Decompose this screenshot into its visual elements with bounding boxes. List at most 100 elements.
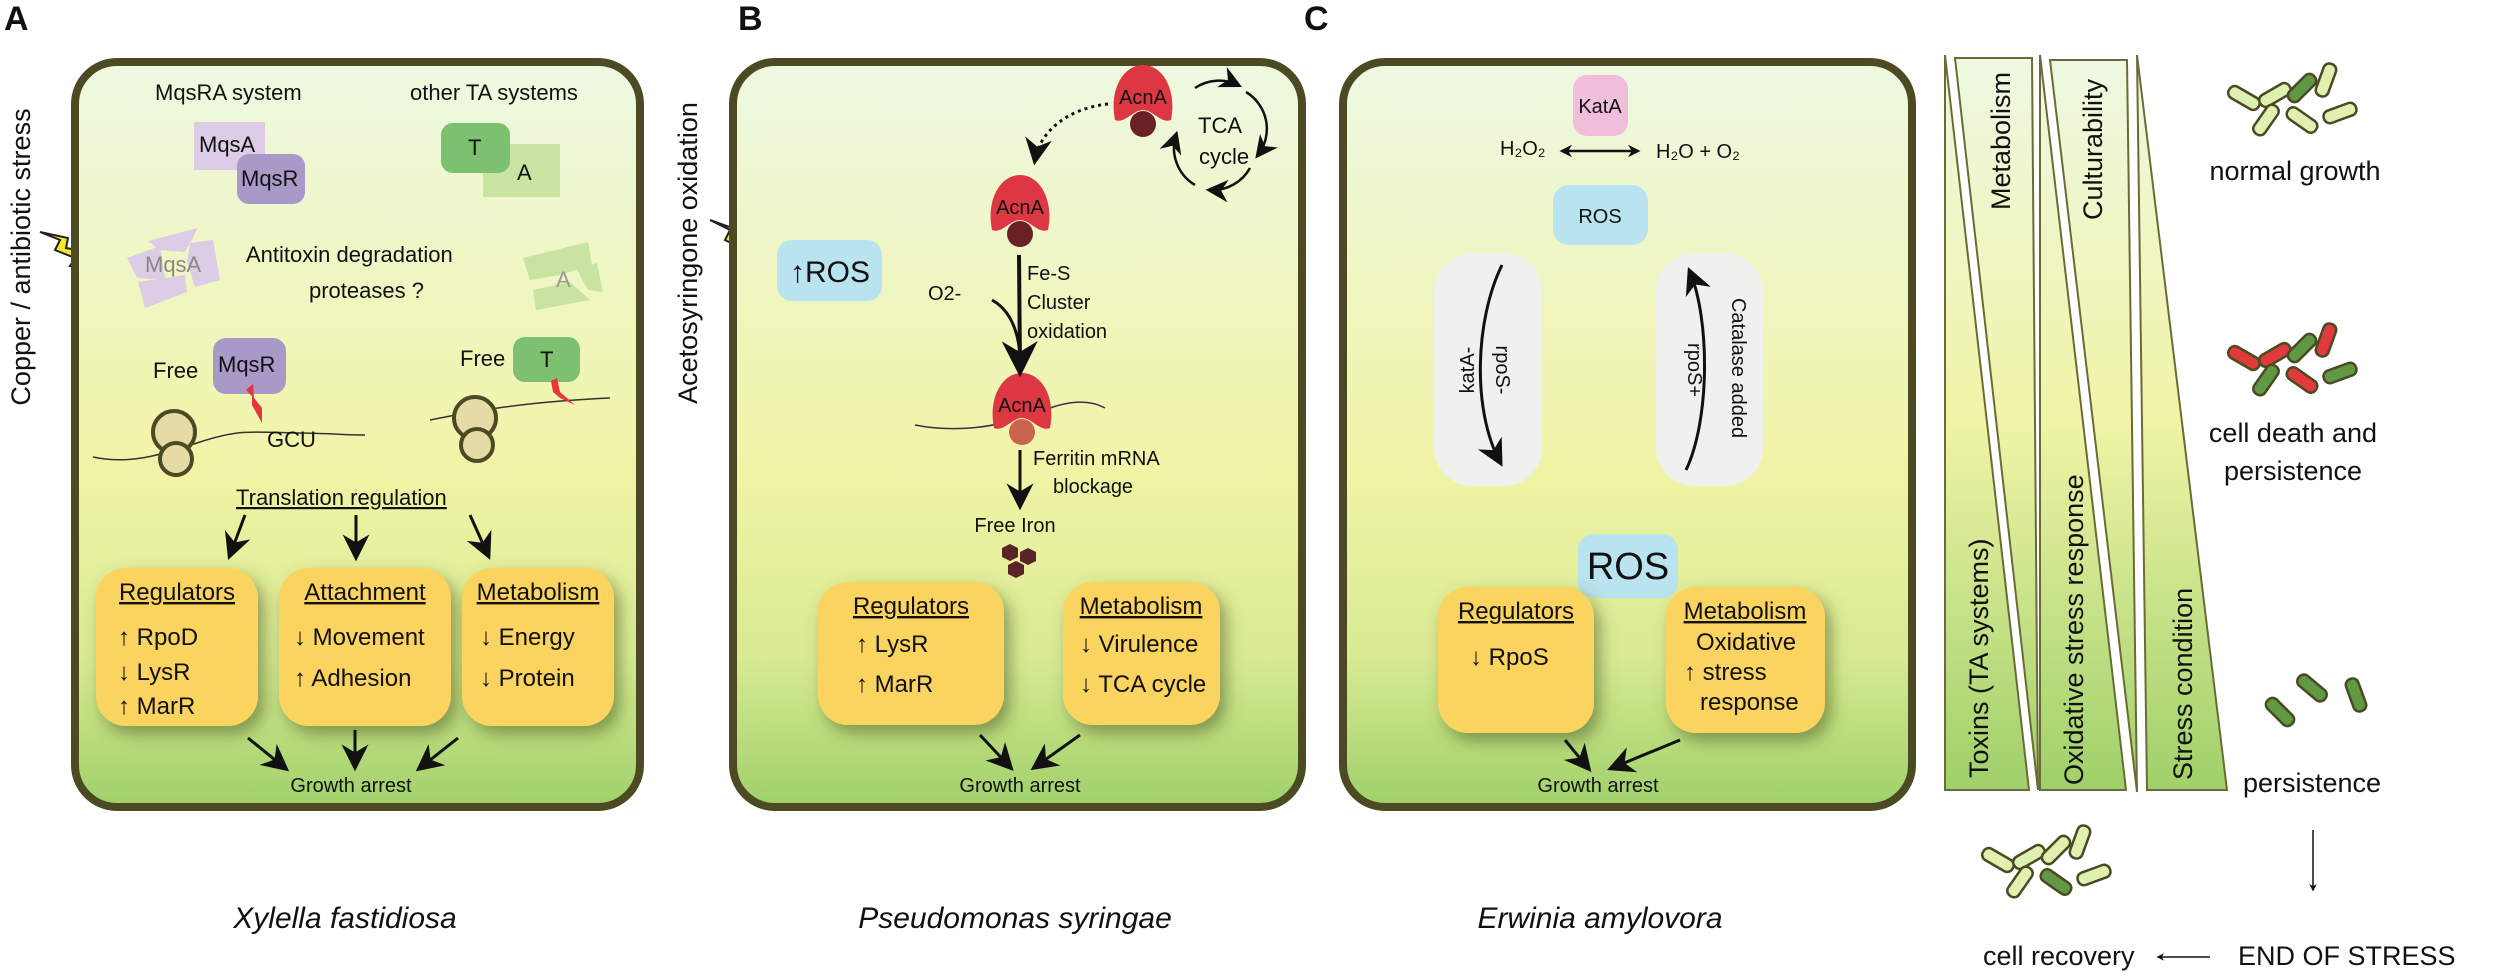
bacteria-recovery [1980,824,2112,899]
mqsR-protein [237,154,305,204]
ros-up-label: ↑ROS [790,256,870,289]
svg-text:↓ Movement: ↓ Movement [294,624,425,651]
toxin-T [441,123,510,173]
tca-label: TCA [1198,113,1242,138]
iron-icon [1002,544,1036,578]
svg-text:↓ Virulence: ↓ Virulence [1080,631,1198,658]
bacterium-icon [2322,101,2358,125]
bacteria-persistence [2264,673,2368,728]
mqsA-label: MqsA [199,132,256,157]
box-attachment-a: Attachment ↓ Movement ↑ Adhesion [279,568,451,726]
box-regulators-c: Regulators ↓ RpoS [1438,587,1594,733]
bacterium-icon [2285,106,2319,134]
catalase-added-box [1656,253,1763,486]
mrna-line [92,431,366,461]
ribosome-icon [452,395,498,463]
blockage-label: blockage [1053,476,1133,498]
svg-text:response: response [1700,689,1799,716]
free-iron-label: Free Iron [974,515,1055,537]
bacterium-icon [2068,824,2092,860]
bacterium-icon [2286,72,2318,104]
ros-big-label: ROS [1587,546,1669,588]
mqsR-label: MqsR [241,166,298,191]
svg-text:↓ Energy: ↓ Energy [480,624,575,651]
oxidative-label: Oxidative stress response [2059,474,2089,785]
cell-erwinia [1339,58,1916,811]
bacterium-icon [2040,834,2072,866]
free-mqsR-label: MqsR [218,352,275,377]
normal-growth-label: normal growth [2209,156,2380,186]
svg-text:Metabolism: Metabolism [1684,598,1807,625]
panel-b: Acetosyringone oxidation ↑ROS AcnA AcnA … [673,58,1306,935]
bacterium-icon [2314,62,2338,98]
ferritin-label: Ferritin mRNA [1033,448,1160,470]
bacterium-icon [2286,332,2318,364]
species-pseudomonas: Pseudomonas syringae [858,902,1172,935]
degradation-text: Antitoxin degradation [246,242,453,267]
stress-condition-label: Stress condition [2168,588,2198,780]
svg-text:Metabolism: Metabolism [1080,593,1203,620]
svg-text:Regulators: Regulators [1458,598,1574,625]
bacterium-icon [2264,696,2296,728]
katA-box [1573,75,1628,136]
rpoS-minus-label: rpoS- [1491,346,1513,395]
antitoxin-A-label: A [517,160,532,185]
proteases-text: proteases ? [309,278,424,303]
katA-rpoS-minus-box [1434,253,1542,486]
bacterium-icon [2006,865,2034,899]
persistence-label: persistence [2243,768,2381,798]
bacterium-icon [2076,863,2112,887]
metabolism-label: Metabolism [1986,72,2016,210]
ribosome-icon [151,409,197,477]
acnA-label: AcnA [996,197,1044,219]
bacterium-icon [2226,84,2262,112]
free-T [513,337,580,382]
toxins-label: Toxins (TA systems) [1964,538,1994,778]
ros-box-b [777,240,882,301]
acnA-label: AcnA [1119,87,1167,109]
rpoS-plus-label: rpoS+ [1683,343,1705,397]
svg-text:↑ Adhesion: ↑ Adhesion [294,665,411,692]
acnA-label: AcnA [998,395,1046,417]
ros-box-big [1578,534,1678,598]
ros-box-small [1553,185,1648,245]
mrna-line-2 [429,397,611,421]
toxin-T-label: T [468,135,481,160]
fes-label: Fe-S [1027,263,1070,285]
growth-arrest-c: Growth arrest [1537,775,1659,797]
svg-text:↓ LysR: ↓ LysR [118,659,190,686]
bacterium-icon [2252,363,2280,397]
o2-curve [991,298,1022,356]
gcu-codon: GCU [267,427,316,452]
growth-arrest-b: Growth arrest [959,775,1081,797]
catalase-added-label: Catalase added [1727,298,1749,438]
degraded-A: A [523,242,603,310]
gradient-wedges: Toxins (TA systems) Metabolism Oxidative… [1944,54,2229,793]
translation-regulation: Translation regulation [236,485,447,510]
products-label: H₂O + O₂ [1656,141,1740,163]
bacterium-icon [2252,103,2280,137]
free-mqsR [213,338,286,394]
bacterium-icon [2285,366,2319,394]
panel-c: KatA H₂O₂ H₂O + O₂ ROS katA- rpoS- Catal… [1339,58,1916,935]
bacterium-icon [2257,81,2293,109]
h2o2-label: H₂O₂ [1500,138,1546,160]
up-arrow [1684,267,1711,471]
bacteria-death [2226,322,2358,397]
degraded-mqsA-label: MqsA [145,252,202,277]
svg-text:Attachment: Attachment [304,579,426,606]
wedge-toxins [1944,54,2031,791]
acnA-protein: AcnA [990,175,1050,247]
svg-text:Metabolism: Metabolism [477,579,600,606]
free-label-2: Free [460,346,505,371]
cleavage-icon [246,384,262,423]
wedge-metabolism [1953,57,2039,791]
svg-text:↑ stress: ↑ stress [1684,659,1767,686]
box-metabolism-c: Metabolism Oxidative ↑ stress response [1666,587,1825,733]
wedge-culturability [2048,59,2138,793]
wedge-oxidative [2039,54,2128,791]
svg-text:↑ RpoD: ↑ RpoD [118,624,198,651]
cluster-label: Cluster [1027,292,1091,314]
acetosyringone-side-label: Acetosyringone oxidation [673,102,703,404]
